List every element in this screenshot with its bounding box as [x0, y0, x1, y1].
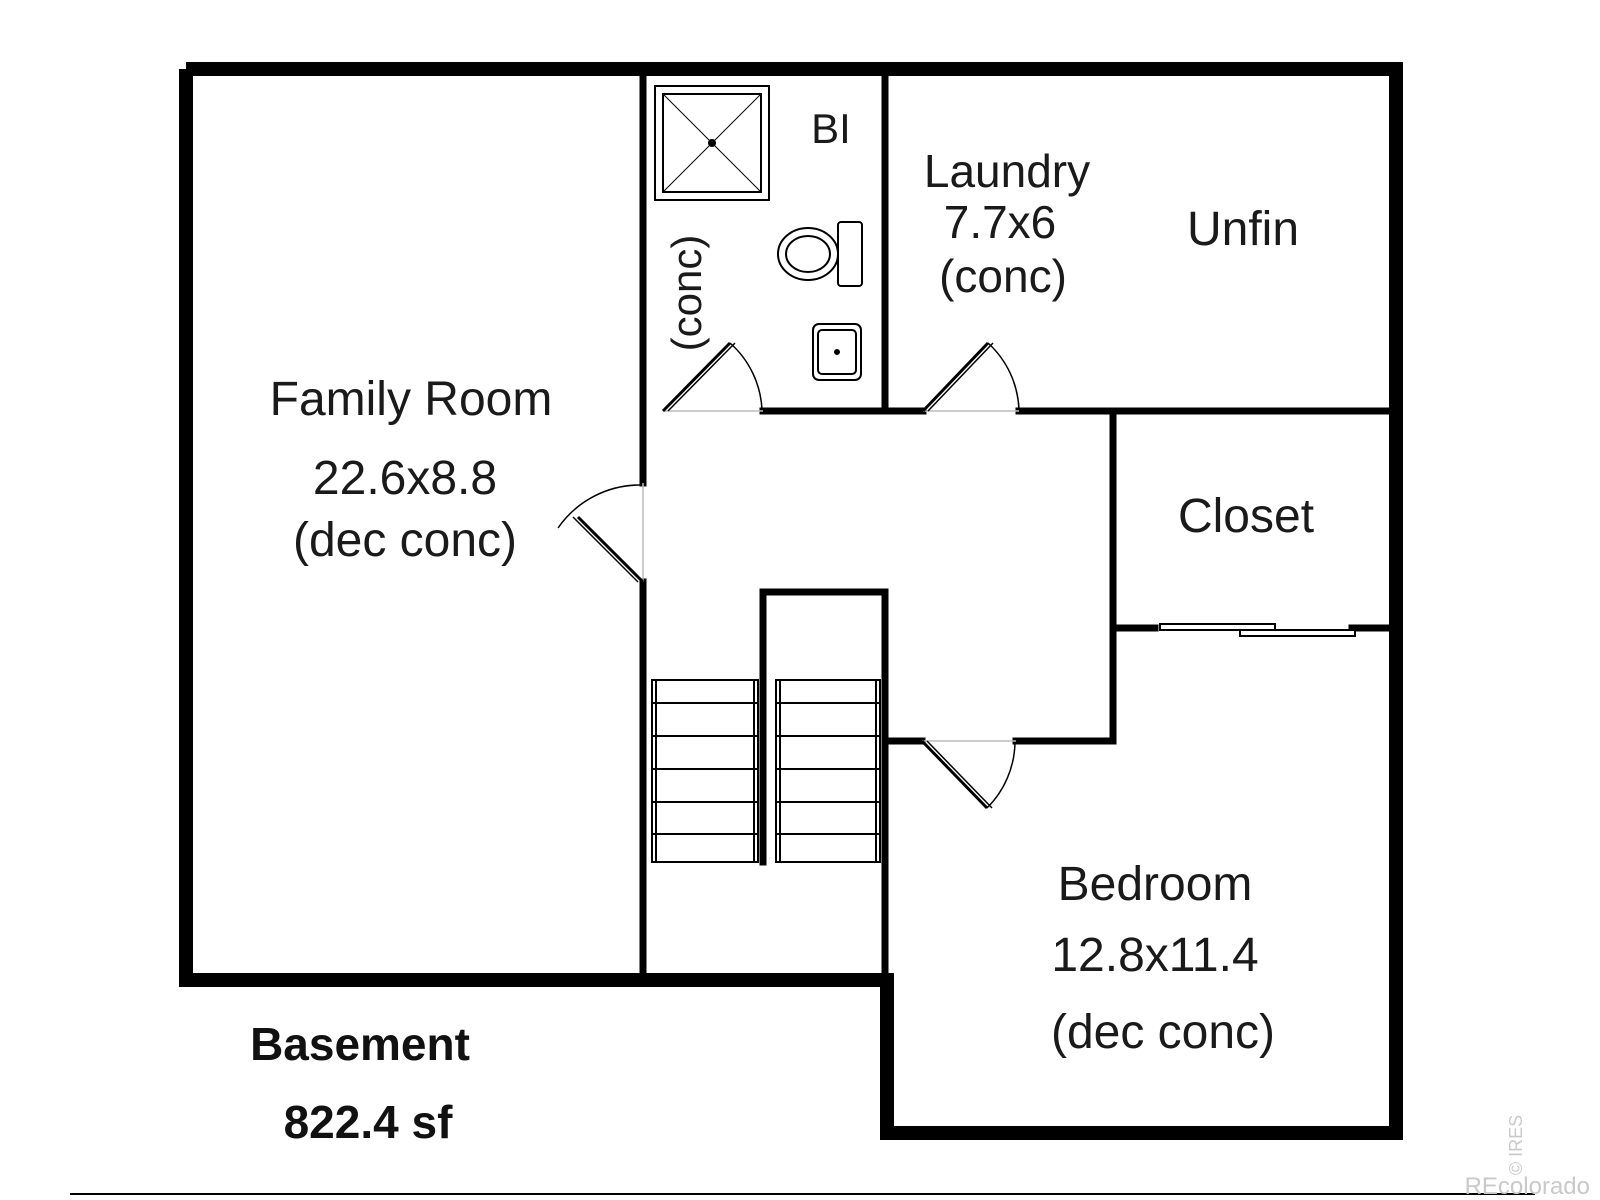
bath-door [661, 341, 763, 413]
laundry-label: Laundry 7.7x6 (conc) [924, 145, 1090, 302]
watermark-credit: © IRES [1506, 1115, 1526, 1175]
unfinished-label: Unfin [1187, 203, 1299, 256]
level-caption: Basement [250, 1018, 470, 1070]
stairs-right [775, 679, 881, 863]
bedroom-size: 12.8x11.4 [1051, 929, 1258, 982]
laundry-size: 7.7x6 [944, 196, 1057, 248]
closet-label: Closet [1178, 490, 1314, 543]
family-room-floor: (dec conc) [293, 514, 517, 567]
stairs-left [651, 679, 759, 863]
closet-sliding-doors [1159, 623, 1356, 637]
bath-floor: (conc) [663, 235, 710, 352]
family-room-size: 22.6x8.8 [313, 452, 497, 505]
shower-icon [654, 85, 770, 201]
bath-name: BI [811, 105, 851, 152]
area-caption: 822.4 sf [284, 1096, 453, 1148]
door-thresholds [642, 410, 1019, 742]
laundry-floor: (conc) [939, 250, 1067, 302]
sink-icon [812, 323, 862, 381]
family-room-name: Family Room [270, 373, 553, 426]
watermark-source: REcolorado [1465, 1173, 1590, 1200]
interior-walls [639, 72, 1393, 977]
bedroom-door [920, 739, 1016, 810]
family-room-label: Family Room 22.6x8.8 (dec conc) [270, 373, 553, 567]
laundry-name: Laundry [924, 145, 1090, 197]
bedroom-label: Bedroom 12.8x11.4 (dec conc) [1051, 858, 1275, 1059]
family-room-door [557, 484, 645, 584]
laundry-door [921, 341, 1020, 413]
bedroom-name: Bedroom [1058, 858, 1253, 911]
bedroom-floor: (dec conc) [1051, 1006, 1275, 1059]
toilet-icon [777, 221, 863, 287]
outer-walls [179, 62, 1403, 1140]
